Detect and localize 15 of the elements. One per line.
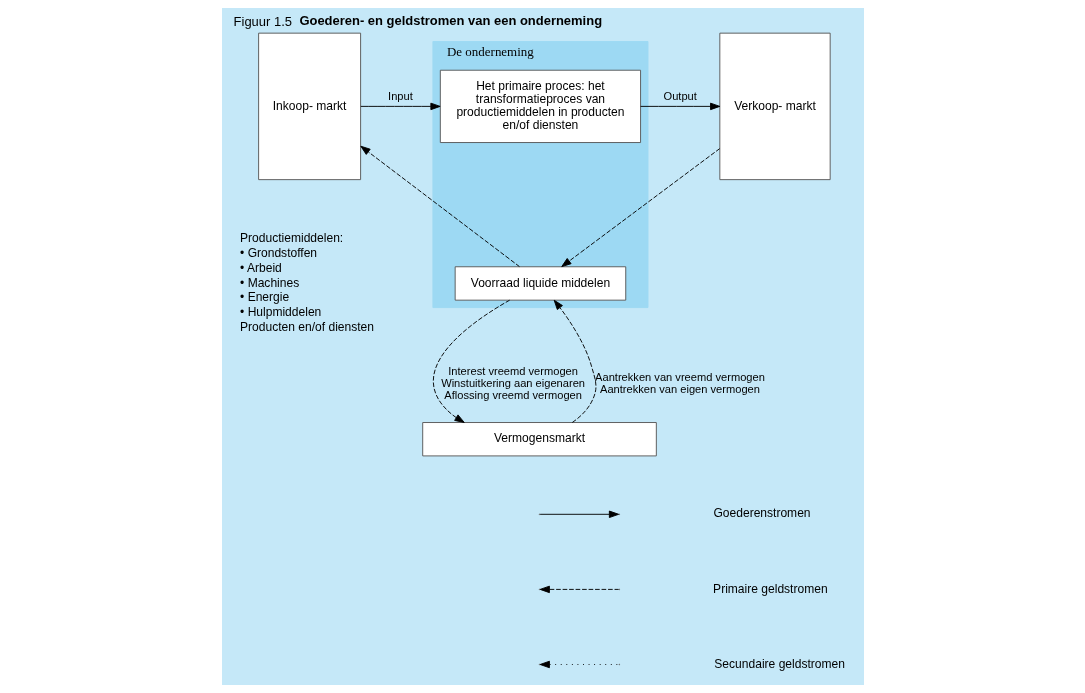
label: • Grondstoffen [239,245,317,260]
diagram-title: Figuur 1.5 Goederen- en geldstromen van een onderneming [233,13,602,30]
label: • Hulpmiddelen [239,305,321,320]
label: • Energie [239,290,289,305]
legend-label: Secundaire geldstromen [713,656,845,671]
label: • Arbeid [239,260,282,275]
legend-label: Primaire geldstromen [712,581,828,596]
label: Producten en/of diensten [239,320,374,335]
edge-label: Aantrekken van vreemd vermogen Aantrekken van eigen vermogen [594,370,765,395]
label: • Machines [239,275,299,290]
edge-label: Output [663,90,697,103]
edge-label: Input [387,90,413,103]
label: Productiemiddelen: [239,231,343,246]
legend-label: Goederenstromen [712,506,811,521]
edge-label: Interest vreemd vermogen Winstuitkering aan eigenaren Aflossing vreemd vermogen [440,364,585,401]
